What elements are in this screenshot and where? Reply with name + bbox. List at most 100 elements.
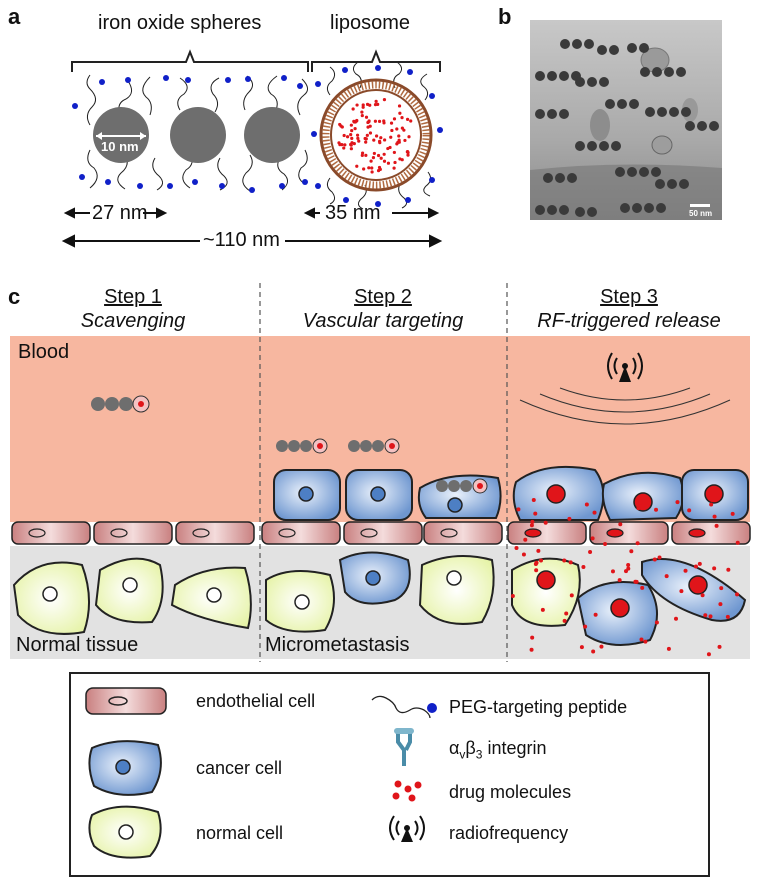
dot — [635, 541, 640, 546]
dot — [640, 67, 650, 77]
dot — [360, 151, 365, 155]
dot — [587, 141, 597, 151]
dot — [510, 594, 515, 599]
dot — [538, 558, 543, 563]
dot — [376, 153, 381, 158]
size-35-label: 35 nm — [325, 202, 381, 224]
dot — [364, 115, 369, 119]
endothelial-cell — [261, 521, 341, 545]
dot — [627, 43, 637, 53]
dot — [579, 645, 584, 650]
dot — [349, 133, 353, 137]
rf-icon-step3 — [607, 352, 643, 382]
dot — [366, 125, 370, 129]
step3-title: Step 3 — [600, 286, 658, 308]
dot — [373, 102, 378, 107]
dot — [735, 592, 740, 597]
dot — [361, 105, 365, 109]
dot — [379, 156, 383, 160]
endothelial-cell — [589, 521, 669, 545]
dot — [406, 153, 410, 157]
dot — [535, 205, 545, 215]
integrin-3: 3 — [475, 747, 483, 762]
dot — [547, 205, 557, 215]
dot — [555, 173, 565, 183]
dot — [652, 67, 662, 77]
integrin-suffix: integrin — [482, 738, 547, 758]
rf-waves — [519, 387, 731, 425]
dot — [389, 121, 394, 125]
step3-cancer-cells — [512, 465, 749, 522]
dot — [599, 644, 604, 649]
dot — [592, 510, 597, 515]
panel-a-graphic — [61, 49, 443, 248]
dot — [372, 151, 376, 156]
dot — [409, 119, 413, 123]
micrometastasis-label: Micrometastasis — [265, 634, 410, 656]
tem-scalebar-label: 50 nm — [689, 209, 713, 218]
dot — [390, 128, 394, 133]
dot — [626, 566, 631, 571]
dot — [362, 167, 366, 171]
dot — [726, 567, 731, 572]
dot — [717, 644, 722, 649]
panel-label-b: b — [498, 4, 512, 29]
dot — [700, 593, 705, 598]
step3-subtitle: RF-triggered release — [537, 310, 721, 332]
dot — [355, 164, 359, 168]
dot — [351, 107, 355, 111]
dot — [679, 589, 684, 594]
iron-sphere-2 — [170, 107, 226, 163]
endothelial-nucleus — [28, 528, 46, 538]
dot — [349, 143, 353, 147]
dot — [667, 179, 677, 189]
dot — [656, 203, 666, 213]
legend-rf: radiofrequency — [449, 823, 569, 843]
dot — [529, 523, 534, 528]
dot — [392, 166, 396, 170]
endothelial-cell — [93, 521, 173, 545]
dot — [521, 552, 526, 557]
endothelial-cell — [423, 521, 503, 545]
dot — [617, 578, 622, 583]
dot — [697, 561, 702, 566]
integrin-beta: β — [465, 738, 476, 758]
size-110-label: ~110 nm — [203, 229, 280, 251]
tem-particles — [535, 39, 719, 217]
dot — [516, 507, 521, 512]
legend-integrin: αvβ3 integrin — [449, 738, 547, 762]
dot — [564, 611, 569, 616]
dot — [587, 207, 597, 217]
dot — [644, 203, 654, 213]
dot — [356, 136, 360, 140]
endothelial-cell — [671, 521, 751, 545]
dot — [543, 520, 548, 525]
integrin-alpha: α — [449, 738, 460, 758]
endothelial-icon — [85, 687, 167, 715]
dot — [397, 104, 402, 108]
dot — [609, 45, 619, 55]
dot — [371, 156, 376, 160]
dot — [407, 135, 411, 139]
dot — [615, 610, 620, 615]
dot — [603, 541, 608, 546]
dot — [559, 71, 569, 81]
dot — [615, 167, 625, 177]
legend-icons — [85, 687, 437, 859]
dot — [379, 136, 383, 140]
step1-title: Step 1 — [104, 286, 162, 308]
endothelial-nucleus — [360, 528, 378, 538]
dot — [349, 123, 353, 127]
radiofrequency-icon — [389, 815, 425, 842]
dot — [666, 646, 671, 651]
dot — [629, 99, 639, 109]
dot — [352, 119, 356, 124]
dot — [514, 546, 519, 551]
integrin-icon — [394, 728, 414, 766]
dot — [681, 107, 691, 117]
dot — [547, 71, 557, 81]
dot — [567, 173, 577, 183]
dot — [626, 563, 631, 568]
dot — [629, 549, 634, 554]
step2-subtitle: Vascular targeting — [302, 310, 464, 332]
